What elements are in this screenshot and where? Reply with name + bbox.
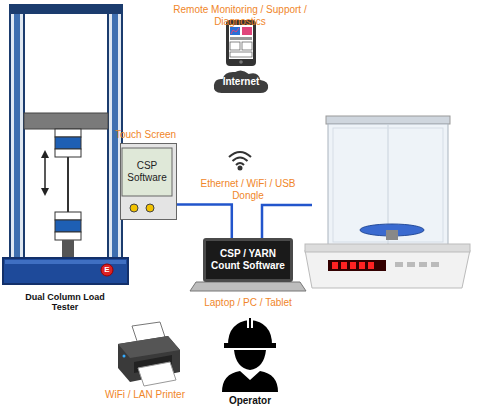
- laptop-software-name: CSP / YARN Count Software: [206, 241, 290, 279]
- internet-cloud: Internet: [212, 68, 270, 94]
- touch-screen-panel: Touch ScreenCSP Software: [120, 143, 177, 220]
- emergency-button-letter: E: [101, 265, 113, 274]
- device-caption: Laptop / PC / Tablet: [183, 297, 313, 308]
- operator-caption: Operator: [210, 395, 290, 407]
- wire: [262, 205, 312, 238]
- operator-icon: [222, 318, 278, 392]
- cloud-label: Internet: [212, 68, 270, 94]
- screen-heading: Touch Screen: [115, 129, 176, 140]
- balance: [305, 116, 470, 288]
- phone-icon: [226, 20, 256, 66]
- tester-caption: Dual Column Load Tester: [22, 292, 108, 313]
- screen-software-name: CSP Software: [122, 148, 172, 196]
- printer-caption: WiFi / LAN Printer: [90, 389, 200, 401]
- connection-line: [177, 205, 232, 238]
- laptop-screen: CSP / YARN Count SoftwareLaptop / PC / T…: [203, 238, 293, 282]
- printer-icon: [118, 322, 180, 386]
- wifi-icon: [229, 152, 251, 170]
- connection-caption: Ethernet / WiFi / USB Dongle: [186, 178, 310, 201]
- remote-caption: Remote Monitoring / Support / Diagnostic…: [160, 4, 320, 27]
- load-tester: [3, 4, 128, 284]
